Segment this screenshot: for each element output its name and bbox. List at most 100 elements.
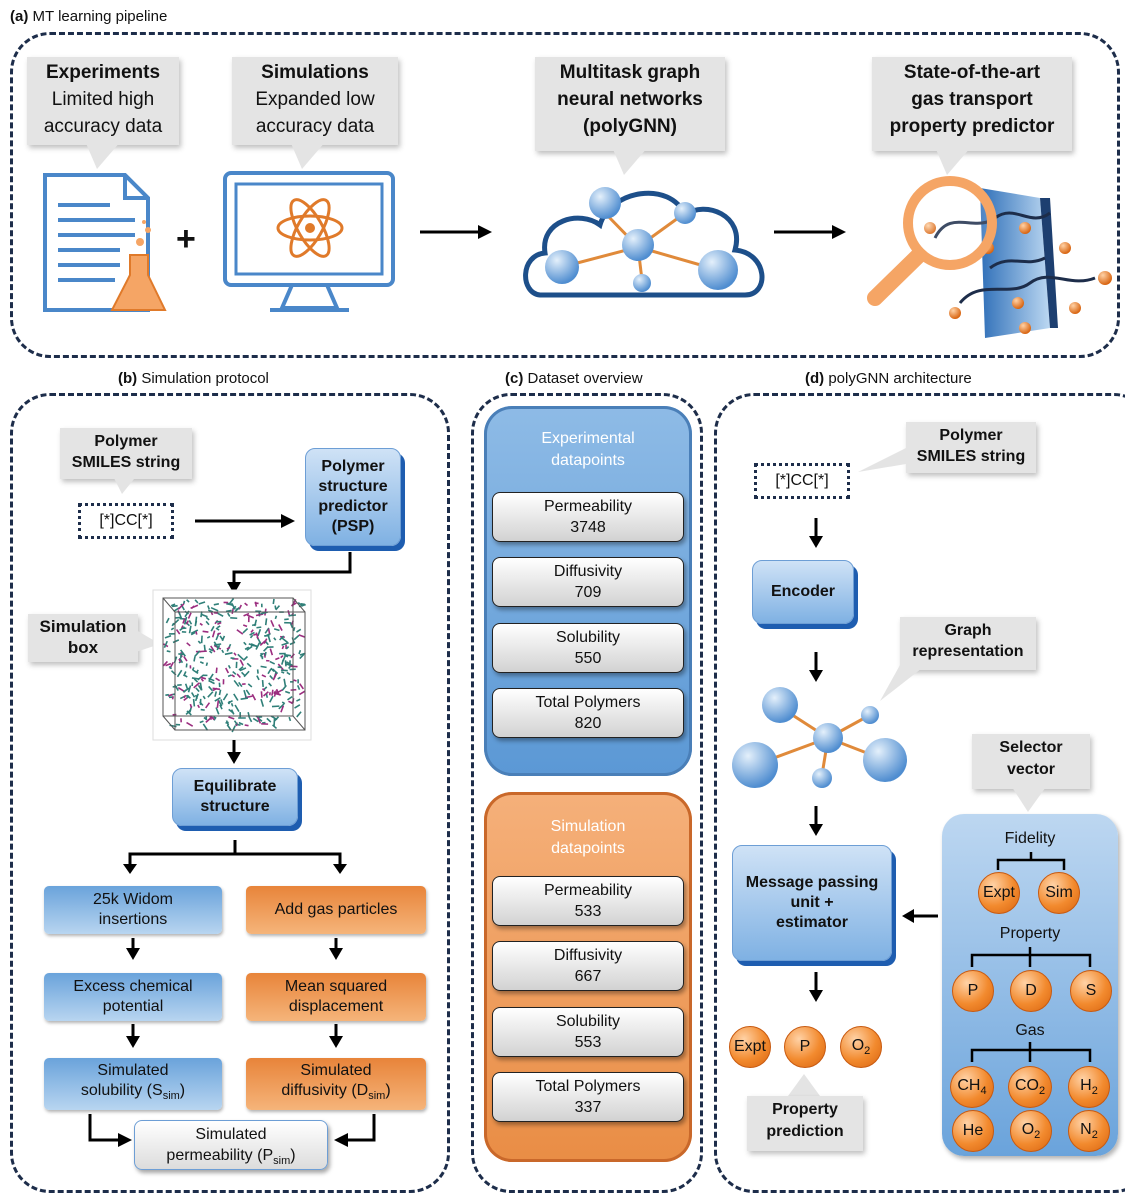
sim-permeability-box: Simulated permeability (Psim) [134,1120,328,1170]
gas-ch4-sub: 4 [980,1085,986,1097]
sim-solubility-label: Solubility [493,1011,683,1032]
b-smiles-value: [*]CC[*] [78,503,174,539]
property-bracket [960,945,1100,969]
gas-n2-base: N [1080,1121,1092,1138]
d-smiles-label-line1: Polymer [906,425,1036,446]
exp-permeability-box: Permeability 3748 [492,492,684,542]
b-arrow-widom [121,938,145,966]
excess-line2: potential [103,997,164,1017]
sim-box-callout: Simulation box [28,614,138,662]
sim-solubility-line1: Simulated [97,1061,168,1081]
gas-o2-base: O [1022,1121,1034,1138]
fidelity-expt-ball: Expt [978,872,1020,914]
prediction-callout: Property prediction [747,1096,863,1151]
selector-line2: vector [972,759,1090,781]
exp-permeability-value: 3748 [493,517,683,538]
widom-box: 25k Widom insertions [44,886,222,934]
fidelity-expt-text: Expt [983,884,1015,902]
panel-b-title-text: Simulation protocol [141,370,269,387]
d-arrow-smiles-encoder [804,518,828,554]
sim-total-label: Total Polymers [493,1076,683,1097]
b-arrow-excess [121,1024,145,1054]
b-smiles-label-line1: Polymer [60,431,192,452]
exp-total-value: 820 [493,713,683,734]
property-p-text: P [968,982,979,1000]
exp-total-label: Total Polymers [493,692,683,713]
gas-n2-ball: N2 [1068,1110,1110,1152]
gnn-line1: Multitask graph [535,59,725,86]
sim-diffusivity-close: ) [385,1082,390,1099]
excess-box: Excess chemical potential [44,973,222,1021]
selector-callout-tail [1010,784,1050,816]
monitor-atom-icon [222,170,397,320]
msd-line2: displacement [289,997,383,1017]
d-arrow-encoder-graph [804,652,828,688]
selector-callout: Selector vector [972,734,1090,789]
experimental-heading-line1: Experimental [484,428,692,450]
mpu-box: Message passing unit + estimator [732,845,892,961]
exp-diffusivity-box: Diffusivity 709 [492,557,684,607]
predictor-callout: State-of-the-art gas transport property … [872,57,1072,151]
panel-c-title: (c) Dataset overview [505,370,643,387]
sim-total-value: 337 [493,1097,683,1118]
sim-permeability-item: Permeability 533 [492,876,684,926]
b-arrow-box-equil [222,740,246,768]
prediction-line1: Property [747,1099,863,1121]
gnn-line2: neural networks [535,86,725,113]
output-o2-sub: 2 [864,1045,870,1057]
output-o2-ball: O2 [840,1026,882,1068]
exp-total-box: Total Polymers 820 [492,688,684,738]
property-d-ball: D [1010,970,1052,1012]
arrow-a1 [418,222,498,242]
panel-c-title-text: Dataset overview [528,370,643,387]
panel-a-letter: (a) [10,8,28,25]
property-s-ball: S [1070,970,1112,1012]
gas-o2-sub: 2 [1034,1129,1040,1141]
graph-label-line1: Graph [900,620,1036,641]
exp-solubility-value: 550 [493,648,683,669]
panel-a-title: (a) MT learning pipeline [10,8,167,25]
sim-diffusivity-line1: Simulated [300,1061,371,1081]
encoder-box: Encoder [752,560,854,624]
b-arrow-sol-perm [80,1112,140,1152]
fidelity-bracket [986,850,1076,872]
d-smiles-value: [*]CC[*] [754,463,850,499]
experiments-heading: Experiments [27,59,179,86]
cloud-graph-icon [520,175,770,305]
sim-diffusivity-box: Simulated diffusivity (Dsim) [246,1058,426,1110]
exp-permeability-label: Permeability [493,496,683,517]
graph-label-line2: representation [900,641,1036,662]
psp-line2: structure [318,477,387,497]
property-s-text: S [1086,982,1097,1000]
fidelity-label: Fidelity [942,830,1118,848]
widom-line1: 25k Widom [93,890,173,910]
gas-he-ball: He [952,1110,994,1152]
exp-diffusivity-value: 709 [493,582,683,603]
exp-solubility-label: Solubility [493,627,683,648]
output-p-ball: P [784,1026,826,1068]
gas-bracket [960,1040,1100,1064]
d-arrow-mpu-output [804,972,828,1008]
sim-permeability-label: Permeability [493,880,683,901]
simulation-heading-line2: datapoints [484,838,692,860]
sim-box-line2: box [28,637,138,658]
d-arrow-graph-mpu [804,806,828,842]
sim-permeability-value: 533 [493,901,683,922]
b-arrow-diff-perm [330,1112,390,1152]
experiments-line2: accuracy data [27,113,179,140]
gas-h2-base: H [1080,1077,1092,1094]
sim-solubility-item: Solubility 553 [492,1007,684,1057]
exp-solubility-box: Solubility 550 [492,623,684,673]
excess-line1: Excess chemical [73,977,192,997]
sim-permeability-line2: permeability (P [166,1147,273,1164]
gas-label: Gas [942,1022,1118,1040]
sim-solubility-box: Simulated solubility (Ssim) [44,1058,222,1110]
panel-b-letter: (b) [118,370,137,387]
psp-box: Polymer structure predictor (PSP) [305,448,401,546]
psp-line3: predictor [318,497,387,517]
panel-b-title: (b) Simulation protocol [118,370,269,387]
psp-line4: (PSP) [332,517,375,537]
b-arrow-smiles-psp [193,512,303,532]
sim-permeability-sub: sim [273,1155,290,1167]
sim-box-line1: Simulation [28,616,138,637]
